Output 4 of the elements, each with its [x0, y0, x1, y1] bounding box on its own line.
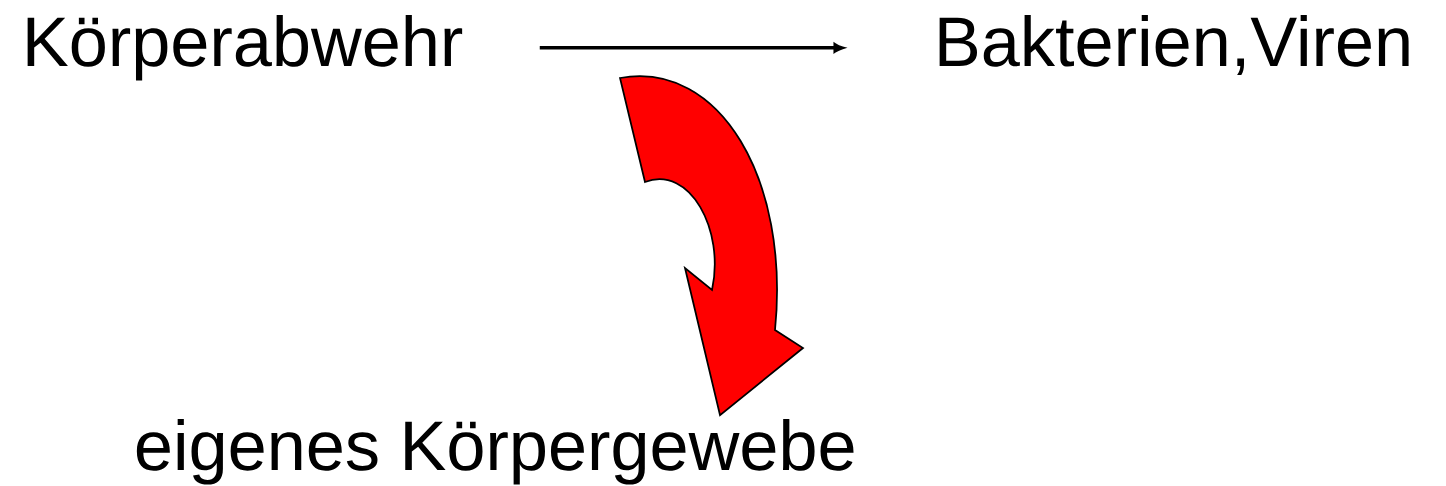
- node-label: Bakterien,Viren: [939, 15, 1409, 75]
- node-label: eigenes Körpergewebe: [136, 419, 854, 485]
- node-label: Körperabwehr: [27, 15, 463, 81]
- curved-block-arrow: [619, 75, 804, 417]
